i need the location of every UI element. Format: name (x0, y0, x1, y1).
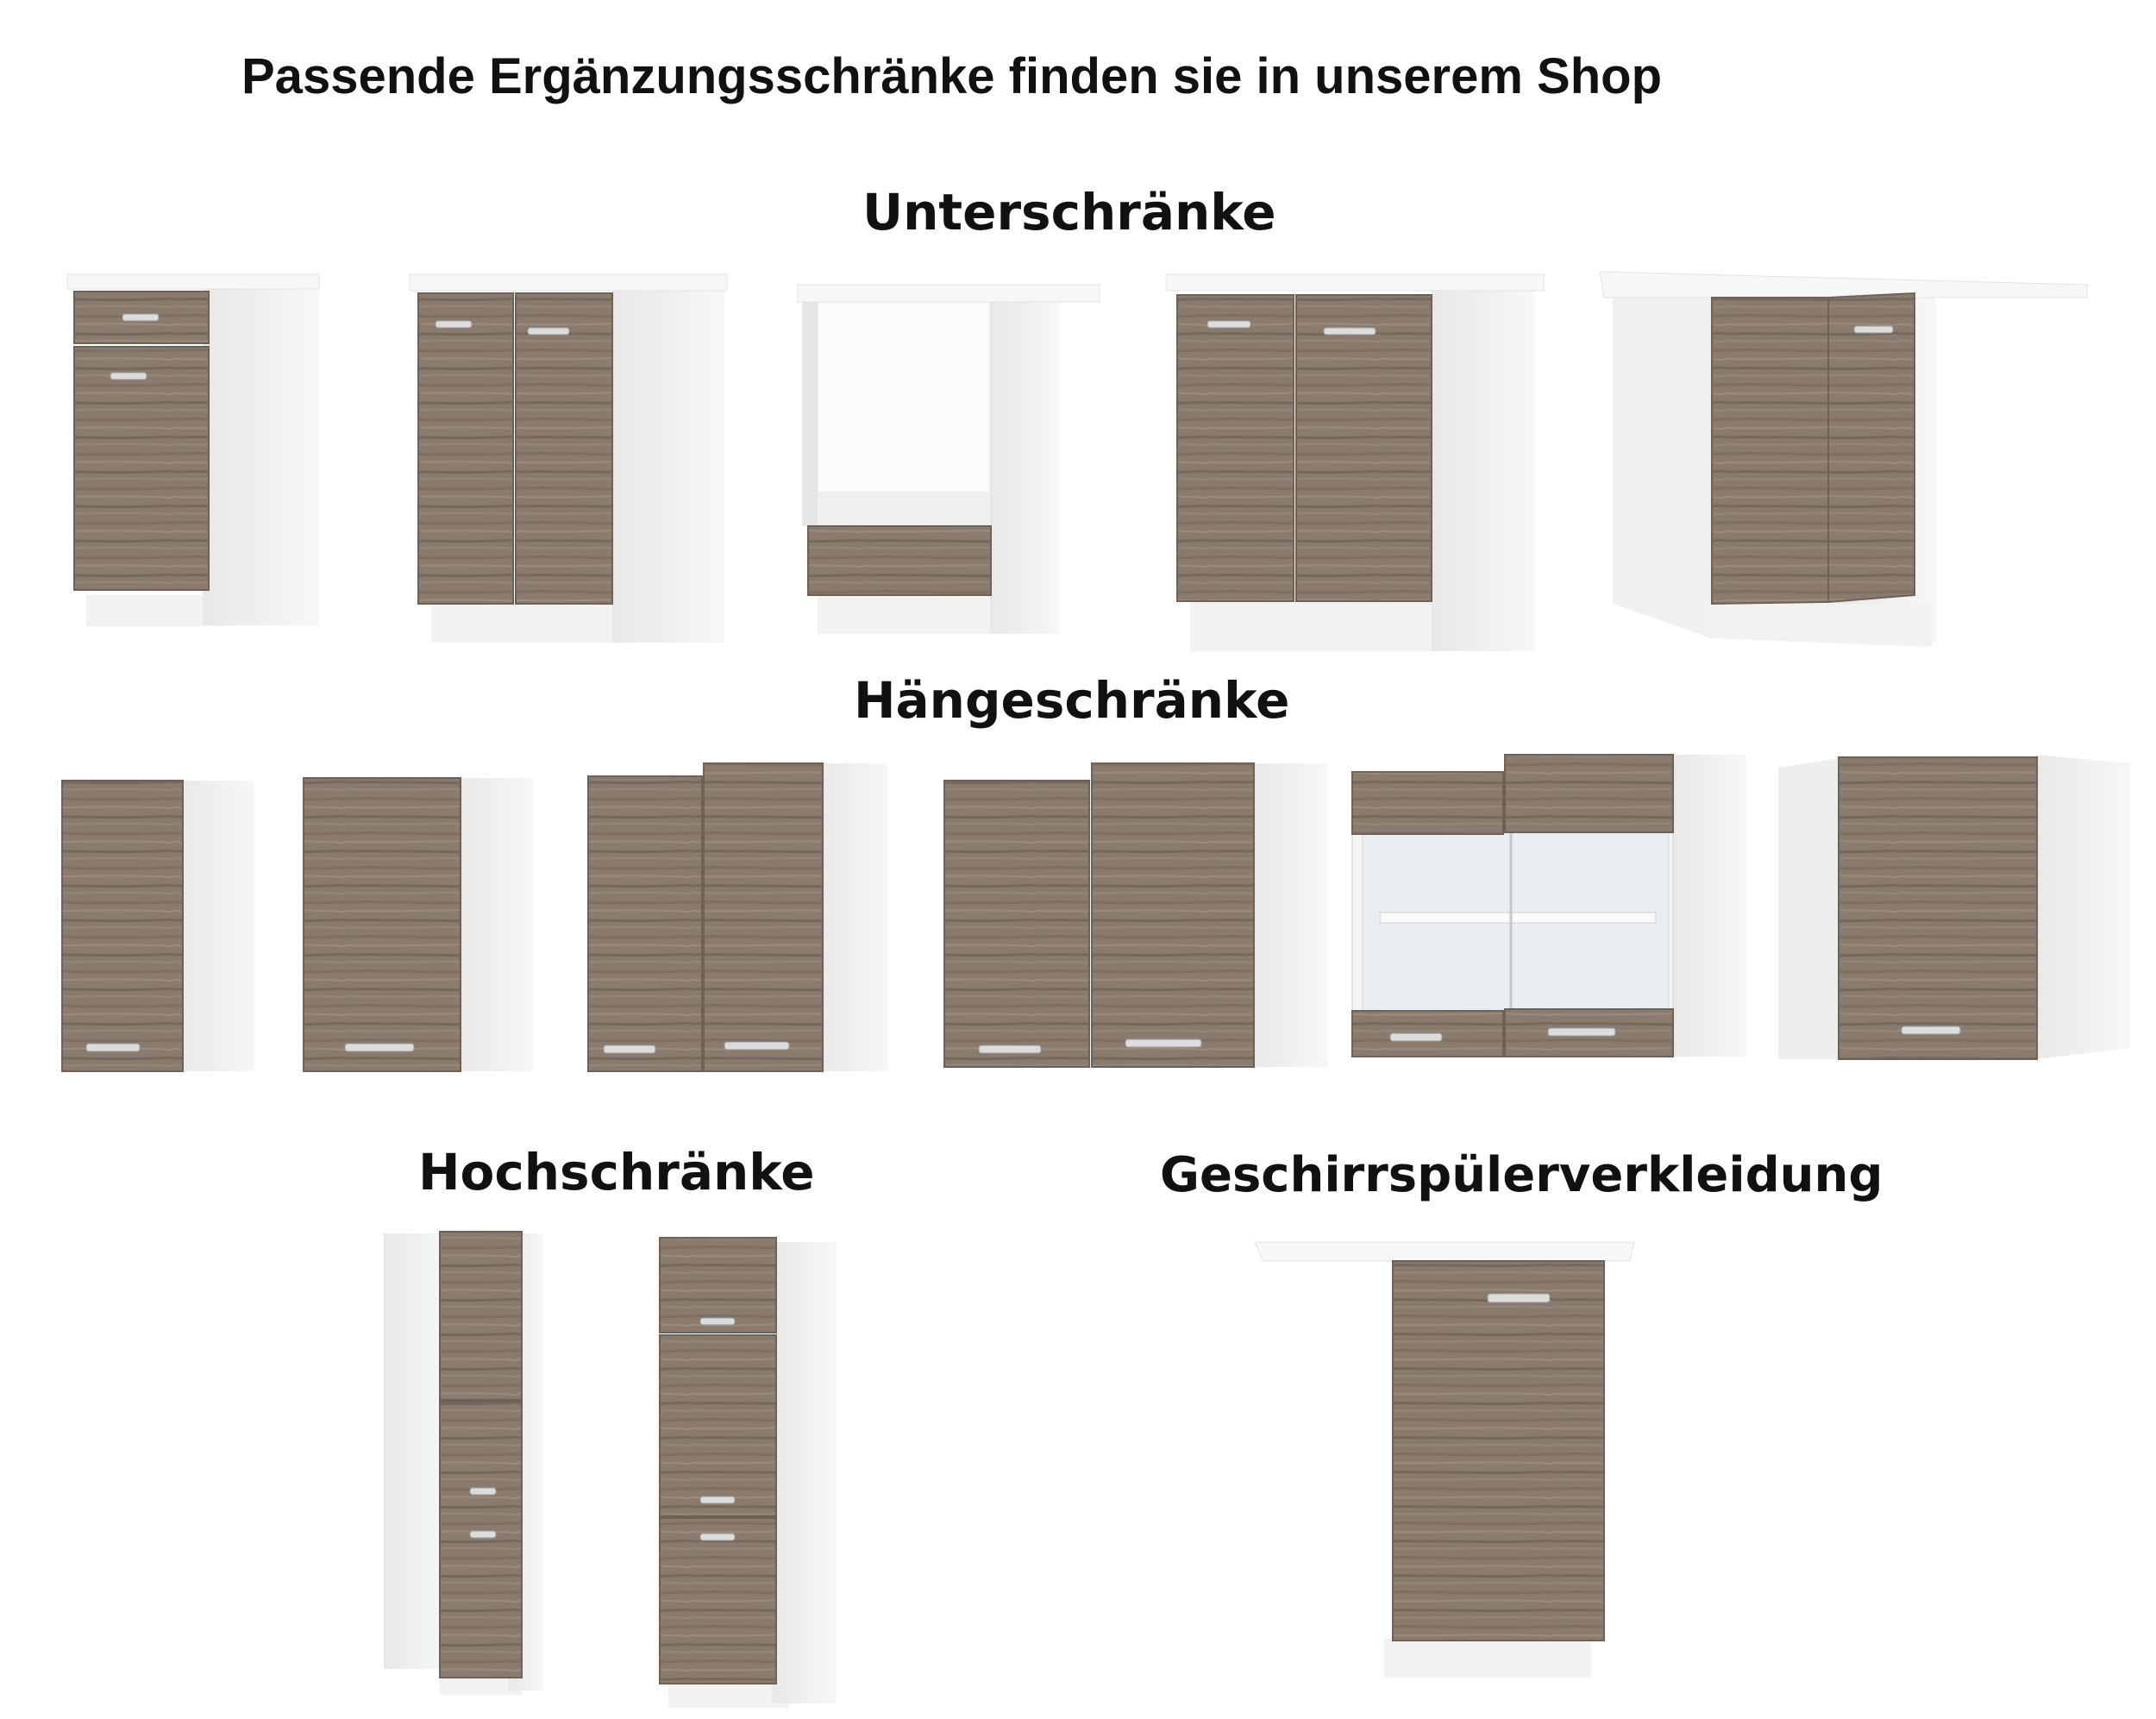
tall-cabinet-appliance (659, 1237, 837, 1708)
section-title-dishwasher-panel: Geschirrspülerverkleidung (1160, 1147, 1883, 1203)
dishwasher-panel (1254, 1241, 1635, 1678)
wall-cabinet-glass-doors (1351, 754, 1746, 1057)
tall-cabinet-narrow (384, 1231, 543, 1695)
page-title: Passende Ergänzungsschränke finden sie i… (241, 48, 1663, 104)
wall-cabinet-two-doors (587, 762, 888, 1072)
base-cabinet-wide-two-doors (1165, 273, 1545, 651)
wall-cabinet-corner (1778, 755, 2130, 1060)
section-title-wall-cabinets: Hängeschränke (854, 671, 1290, 730)
base-cabinet-corner (1599, 271, 2088, 647)
base-cabinet-two-doors (409, 273, 728, 643)
section-title-tall-cabinets: Hochschränke (418, 1143, 815, 1201)
wall-cabinet-wide-two-doors (943, 762, 1328, 1068)
base-cabinet-drawer-door (66, 273, 320, 626)
wall-cabinet-single-door (303, 777, 533, 1072)
base-cabinet-oven-housing (797, 284, 1100, 634)
wall-cabinet-narrow (61, 780, 254, 1072)
section-title-base-cabinets: Unterschränke (862, 183, 1276, 242)
